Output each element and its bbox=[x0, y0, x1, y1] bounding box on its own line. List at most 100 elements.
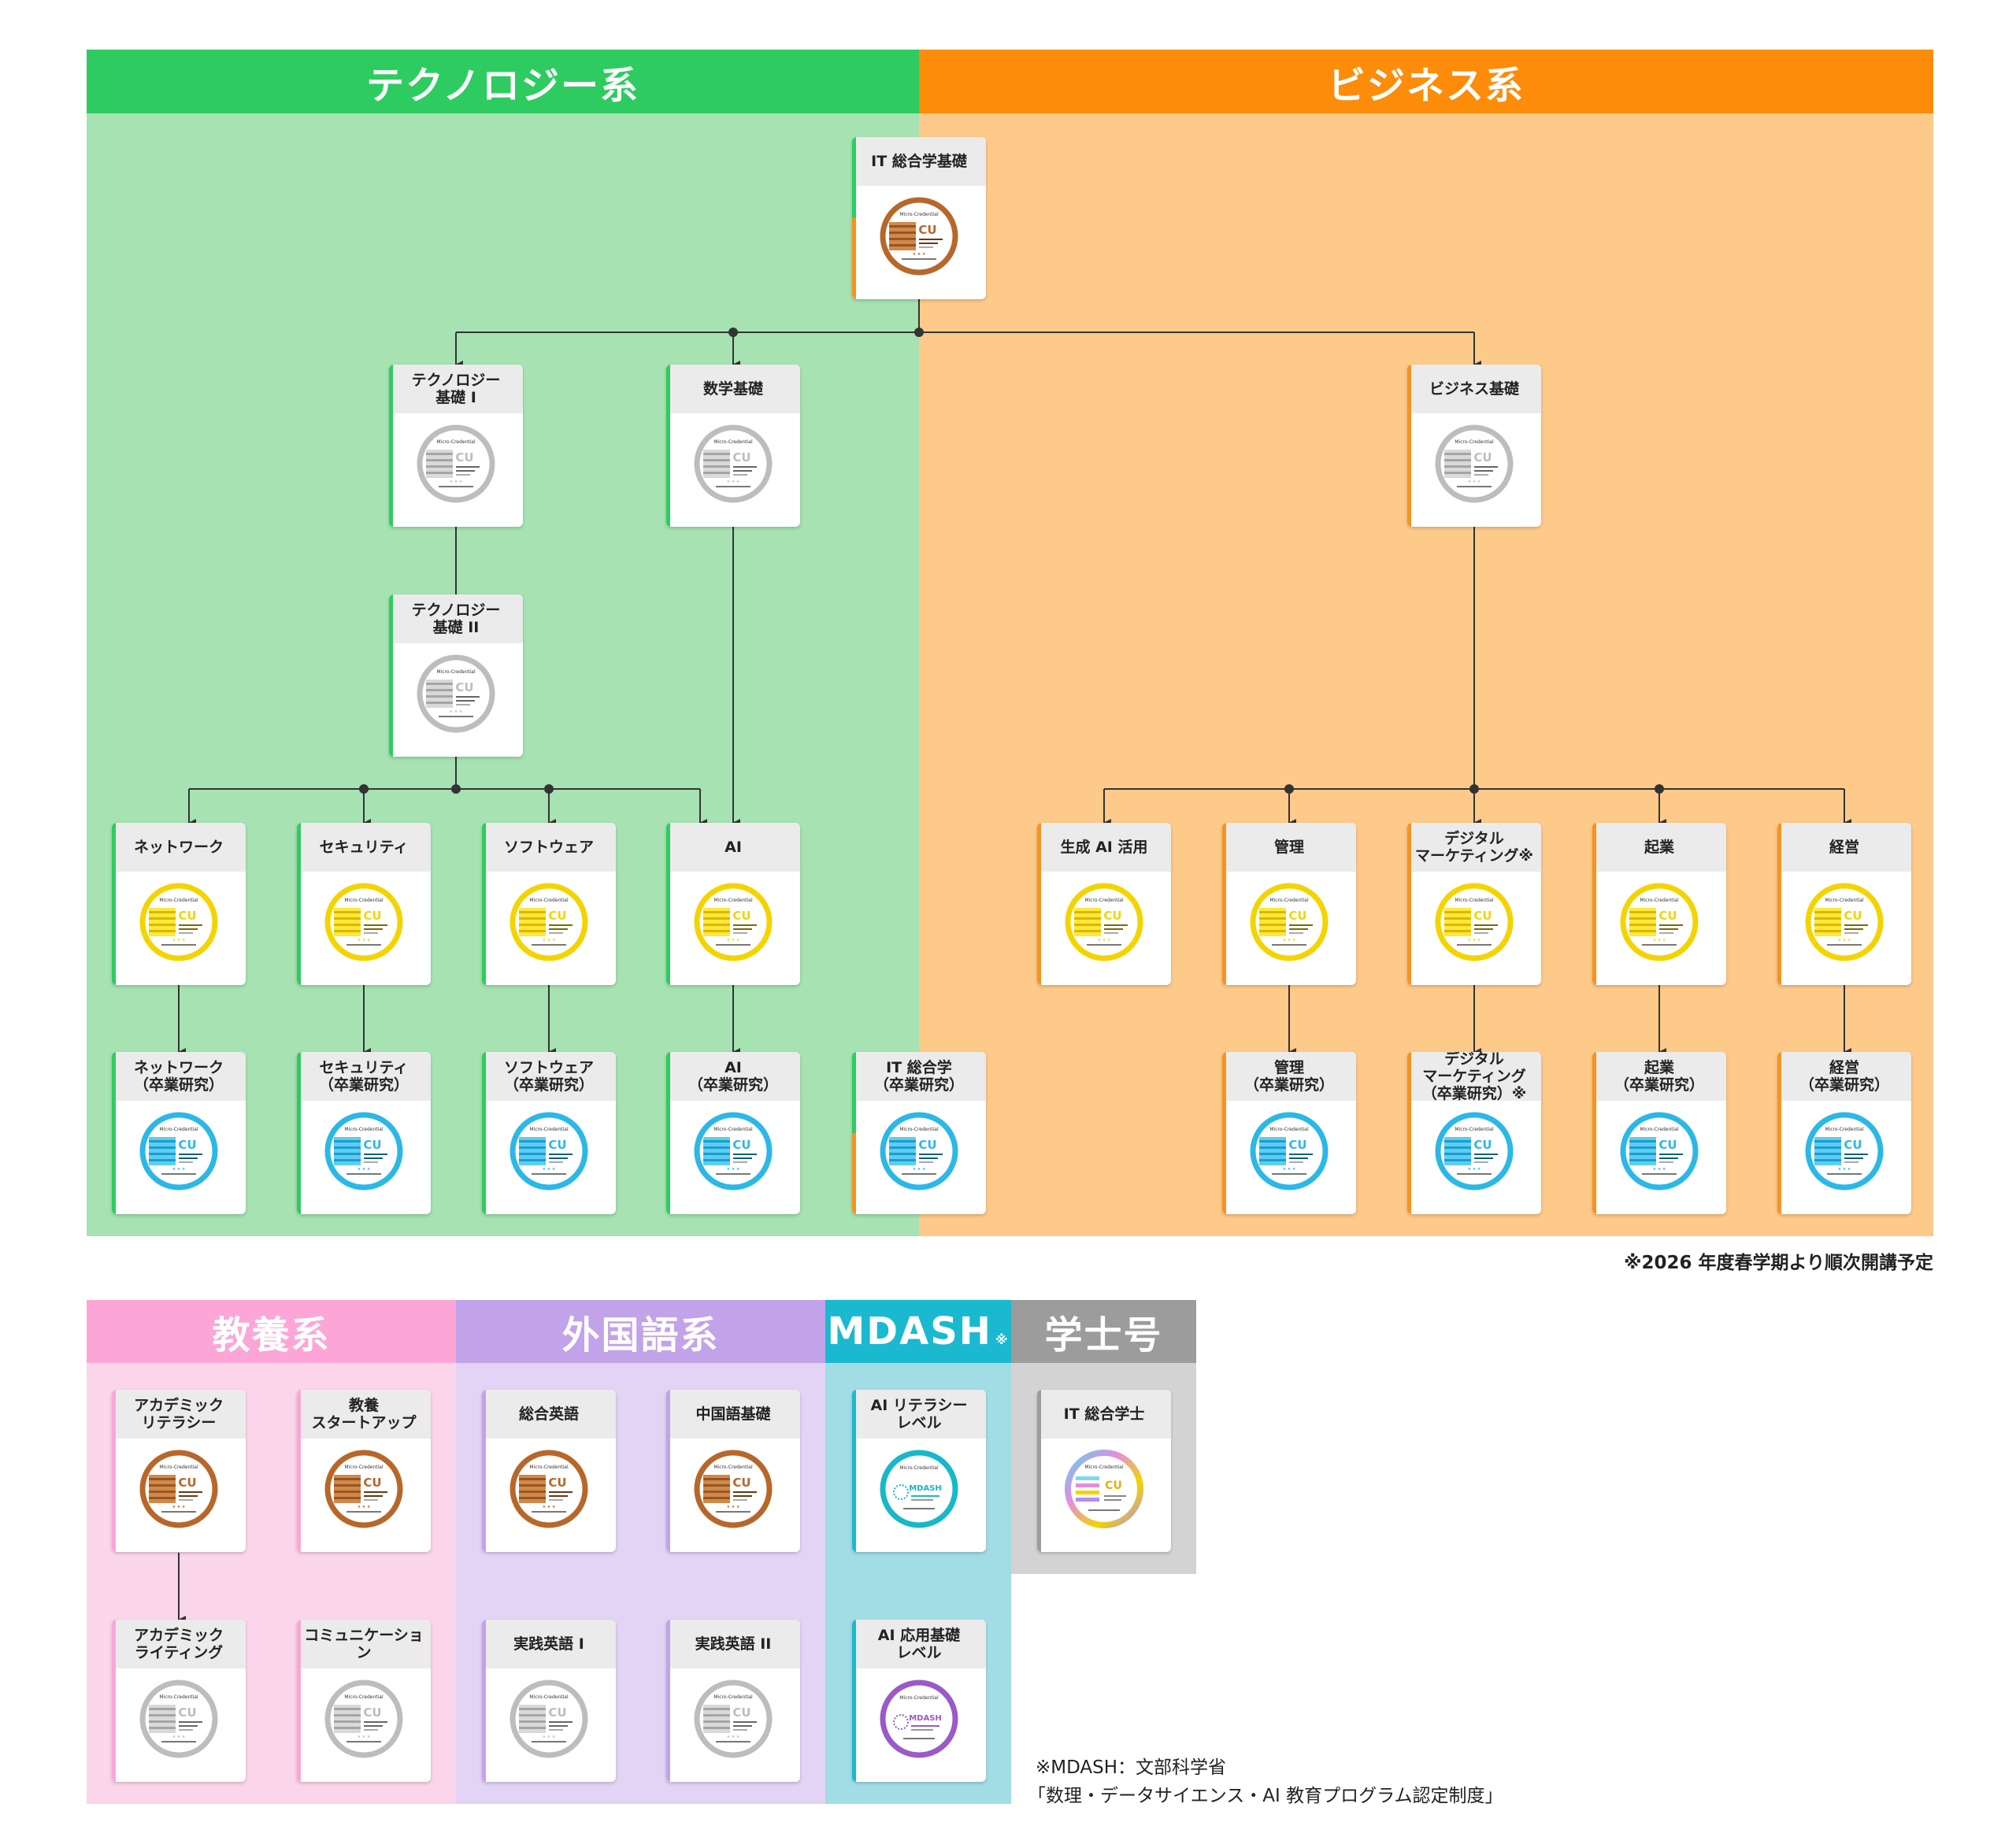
course-card-it-bachelor[interactable]: IT 総合学士 CU Micro-Credential bbox=[1037, 1390, 1171, 1552]
course-card-software-r[interactable]: ソフトウェア （卒業研究） Micro-Credential CU ★ ★ ★ bbox=[482, 1052, 616, 1214]
svg-text:CU: CU bbox=[1288, 909, 1306, 923]
card-title: ソフトウェア bbox=[482, 823, 616, 872]
course-card-startup[interactable]: 起業 Micro-Credential CU ★ ★ ★ bbox=[1592, 823, 1726, 985]
svg-text:CU: CU bbox=[1288, 1138, 1306, 1152]
svg-text:★ ★ ★: ★ ★ ★ bbox=[1468, 938, 1481, 943]
card-accent-bar bbox=[852, 1052, 856, 1214]
course-card-startup-r[interactable]: 起業 （卒業研究） Micro-Credential CU ★ ★ ★ bbox=[1592, 1052, 1726, 1214]
credential-badge-icon: Micro-Credential CU ★ ★ ★ bbox=[1620, 883, 1699, 961]
course-card-tech1[interactable]: テクノロジー 基礎 I Micro-Credential CU ★ ★ ★ bbox=[389, 365, 523, 527]
card-accent-bar bbox=[666, 365, 670, 527]
svg-text:★ ★ ★: ★ ★ ★ bbox=[543, 1167, 556, 1172]
card-title: アカデミック ライティング bbox=[112, 1620, 246, 1668]
card-title: セキュリティ bbox=[297, 823, 431, 872]
card-accent-bar bbox=[112, 823, 116, 985]
course-card-digital-r[interactable]: デジタル マーケティング （卒業研究）※ Micro-Credential CU… bbox=[1407, 1052, 1541, 1214]
card-accent-bar bbox=[1407, 365, 1411, 527]
svg-text:★ ★ ★: ★ ★ ★ bbox=[1283, 1167, 1296, 1172]
svg-text:Micro-Credential: Micro-Credential bbox=[344, 1127, 384, 1132]
mdash-note-line1: ※MDASH：文部科学省 bbox=[1036, 1757, 1227, 1778]
card-title: 起業 （卒業研究） bbox=[1592, 1052, 1726, 1101]
credential-badge-icon: Micro-Credential CU ★ ★ ★ bbox=[510, 883, 588, 961]
course-card-english[interactable]: 総合英語 Micro-Credential CU ★ ★ ★ bbox=[482, 1390, 616, 1552]
svg-text:Micro-Credential: Micro-Credential bbox=[899, 1695, 939, 1701]
svg-text:Micro-Credential: Micro-Credential bbox=[159, 1127, 198, 1132]
schedule-note: ※2026 年度春学期より順次開講予定 bbox=[1624, 1253, 1933, 1273]
svg-text:★ ★ ★: ★ ★ ★ bbox=[727, 1167, 740, 1172]
svg-text:Micro-Credential: Micro-Credential bbox=[159, 1465, 198, 1470]
course-card-genai[interactable]: 生成 AI 活用 Micro-Credential CU ★ ★ ★ bbox=[1037, 823, 1171, 985]
svg-text:CU: CU bbox=[178, 909, 196, 923]
svg-text:CU: CU bbox=[548, 909, 566, 923]
card-accent-bar bbox=[852, 1390, 856, 1552]
card-accent-bar bbox=[1407, 823, 1411, 985]
course-card-mgmt-r[interactable]: 管理 （卒業研究） Micro-Credential CU ★ ★ ★ bbox=[1222, 1052, 1356, 1214]
course-card-ai[interactable]: AI Micro-Credential CU ★ ★ ★ bbox=[666, 823, 800, 985]
course-card-ai-lit[interactable]: AI リテラシー レベル Micro-Credential MDASH bbox=[852, 1390, 986, 1552]
course-card-liberal-start[interactable]: 教養 スタートアップ Micro-Credential CU ★ ★ ★ bbox=[297, 1390, 431, 1552]
course-card-security[interactable]: セキュリティ Micro-Credential CU ★ ★ ★ bbox=[297, 823, 431, 985]
card-title: ネットワーク （卒業研究） bbox=[112, 1052, 246, 1101]
svg-text:CU: CU bbox=[455, 680, 473, 694]
course-card-math[interactable]: 数学基礎 Micro-Credential CU ★ ★ ★ bbox=[666, 365, 800, 527]
card-accent-bar bbox=[482, 1620, 486, 1782]
svg-text:Micro-Credential: Micro-Credential bbox=[713, 1465, 753, 1470]
svg-text:CU: CU bbox=[918, 223, 936, 237]
course-card-security-r[interactable]: セキュリティ （卒業研究） Micro-Credential CU ★ ★ ★ bbox=[297, 1052, 431, 1214]
svg-text:★ ★ ★: ★ ★ ★ bbox=[1838, 1167, 1851, 1172]
card-title: 総合英語 bbox=[482, 1390, 616, 1439]
course-card-it-r[interactable]: IT 総合学 （卒業研究） Micro-Credential CU ★ ★ ★ bbox=[852, 1052, 986, 1214]
svg-text:Micro-Credential: Micro-Credential bbox=[529, 1694, 569, 1700]
card-accent-bar bbox=[297, 1052, 301, 1214]
card-title: 教養 スタートアップ bbox=[297, 1390, 431, 1439]
course-card-communication[interactable]: コミュニケーション Micro-Credential CU ★ ★ ★ bbox=[297, 1620, 431, 1782]
card-accent-bar bbox=[389, 594, 393, 757]
svg-text:CU: CU bbox=[178, 1476, 196, 1490]
course-card-eng1[interactable]: 実践英語 I Micro-Credential CU ★ ★ ★ bbox=[482, 1620, 616, 1782]
course-card-tech2[interactable]: テクノロジー 基礎 II Micro-Credential CU ★ ★ ★ bbox=[389, 594, 523, 757]
credential-badge-icon: Micro-Credential CU ★ ★ ★ bbox=[1805, 883, 1884, 961]
course-card-admin[interactable]: 経営 Micro-Credential CU ★ ★ ★ bbox=[1777, 823, 1911, 985]
card-title: 実践英語 I bbox=[482, 1620, 616, 1668]
svg-text:Micro-Credential: Micro-Credential bbox=[1640, 898, 1679, 903]
card-title: 実践英語 II bbox=[666, 1620, 800, 1668]
course-card-software[interactable]: ソフトウェア Micro-Credential CU ★ ★ ★ bbox=[482, 823, 616, 985]
card-accent-bar bbox=[1777, 1052, 1781, 1214]
course-card-academic-lit[interactable]: アカデミック リテラシー Micro-Credential CU ★ ★ ★ bbox=[112, 1390, 246, 1552]
course-card-admin-r[interactable]: 経営 （卒業研究） Micro-Credential CU ★ ★ ★ bbox=[1777, 1052, 1911, 1214]
card-accent-bar bbox=[1592, 823, 1596, 985]
bachelor-header: 学士号 bbox=[1011, 1300, 1196, 1363]
card-title: コミュニケーション bbox=[297, 1620, 431, 1668]
svg-text:★ ★ ★: ★ ★ ★ bbox=[172, 1735, 186, 1739]
svg-text:CU: CU bbox=[548, 1705, 566, 1720]
svg-text:Micro-Credential: Micro-Credential bbox=[713, 1127, 753, 1132]
credential-badge-icon: Micro-Credential CU ★ ★ ★ bbox=[694, 1679, 773, 1758]
course-card-network[interactable]: ネットワーク Micro-Credential CU ★ ★ ★ bbox=[112, 823, 246, 985]
svg-text:Micro-Credential: Micro-Credential bbox=[436, 439, 476, 445]
course-card-eng2[interactable]: 実践英語 II Micro-Credential CU ★ ★ ★ bbox=[666, 1620, 800, 1782]
svg-text:★ ★ ★: ★ ★ ★ bbox=[543, 1735, 556, 1739]
svg-text:CU: CU bbox=[548, 1476, 566, 1490]
svg-text:Micro-Credential: Micro-Credential bbox=[529, 898, 569, 903]
card-title: 経営 bbox=[1777, 823, 1911, 872]
course-card-mgmt[interactable]: 管理 Micro-Credential CU ★ ★ ★ bbox=[1222, 823, 1356, 985]
svg-text:★ ★ ★: ★ ★ ★ bbox=[1468, 1167, 1481, 1172]
course-card-it-basic[interactable]: IT 総合学基礎 Micro-Credential CU ★ ★ ★ bbox=[852, 137, 986, 299]
card-accent-bar bbox=[666, 1052, 670, 1214]
course-card-ai-app[interactable]: AI 応用基礎 レベル Micro-Credential MDASH bbox=[852, 1620, 986, 1782]
business-area bbox=[919, 113, 1933, 1236]
course-card-network-r[interactable]: ネットワーク （卒業研究） Micro-Credential CU ★ ★ ★ bbox=[112, 1052, 246, 1214]
svg-text:CU: CU bbox=[1473, 1138, 1492, 1152]
course-card-digital[interactable]: デジタル マーケティング※ Micro-Credential CU ★ ★ ★ bbox=[1407, 823, 1541, 985]
course-card-ai-r[interactable]: AI （卒業研究） Micro-Credential CU ★ ★ ★ bbox=[666, 1052, 800, 1214]
course-card-academic-wri[interactable]: アカデミック ライティング Micro-Credential CU ★ ★ ★ bbox=[112, 1620, 246, 1782]
svg-text:CU: CU bbox=[178, 1705, 196, 1720]
course-card-biz[interactable]: ビジネス基礎 Micro-Credential CU ★ ★ ★ bbox=[1407, 365, 1541, 527]
course-card-chinese[interactable]: 中国語基礎 Micro-Credential CU ★ ★ ★ bbox=[666, 1390, 800, 1552]
card-title: テクノロジー 基礎 I bbox=[389, 365, 523, 413]
card-accent-bar bbox=[1037, 823, 1041, 985]
svg-text:CU: CU bbox=[363, 1705, 381, 1720]
card-title: AI 応用基礎 レベル bbox=[852, 1620, 986, 1668]
svg-text:★ ★ ★: ★ ★ ★ bbox=[543, 938, 556, 943]
svg-text:CU: CU bbox=[363, 909, 381, 923]
